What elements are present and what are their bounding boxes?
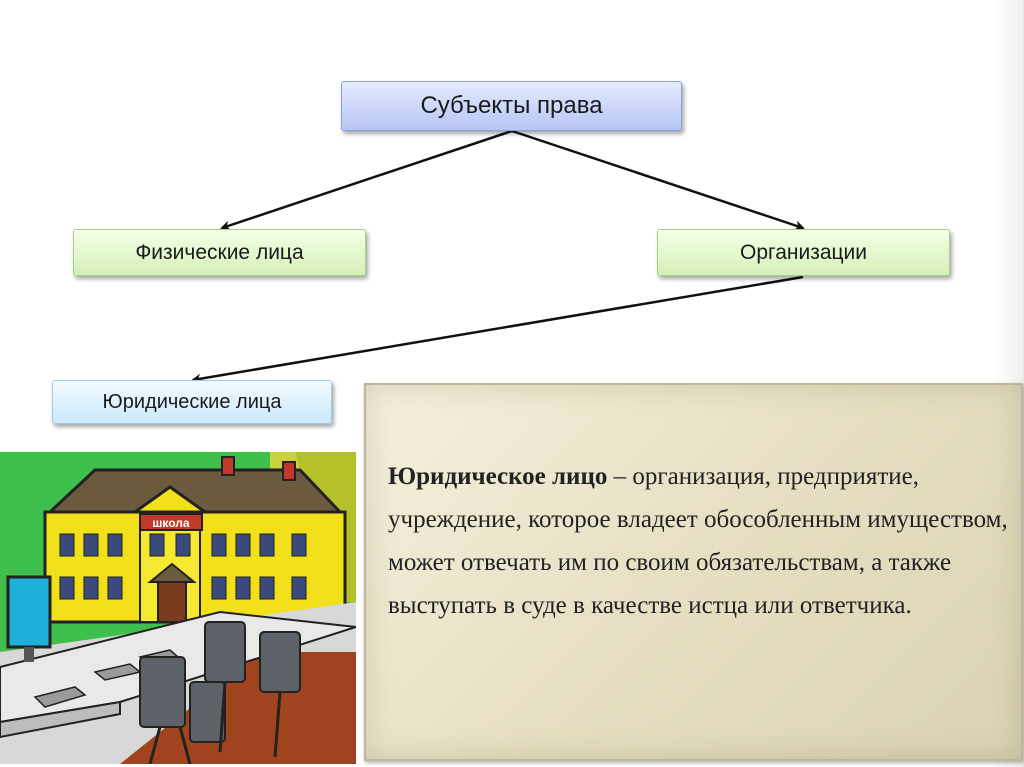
node-legal-entities-label: Юридические лица (102, 390, 282, 413)
node-natural-persons: Физические лица (73, 229, 366, 276)
node-organizations-label: Организации (739, 240, 867, 264)
arrow-root-to-organizations (511, 129, 805, 231)
node-organizations: Организации (657, 229, 950, 276)
node-natural-persons-label: Физические лица (135, 240, 304, 264)
node-subjects-of-law: Субъекты права (341, 81, 682, 131)
school-sign: школа (152, 516, 190, 530)
node-subjects-of-law-label: Субъекты права (420, 92, 603, 119)
definition-box: Юридическое лицо – организация, предприя… (364, 383, 1023, 761)
definition-body: – организация, предприятие, учреждение, … (388, 463, 1008, 619)
definition-text: Юридическое лицо – организация, предприя… (388, 455, 1008, 627)
arrow-organizations-to-legal (191, 275, 804, 384)
school-building-computer-lab-icon: школа (0, 452, 356, 764)
definition-term: Юридическое лицо (388, 463, 608, 490)
arrow-root-to-physical (220, 129, 513, 231)
node-legal-entities: Юридические лица (52, 380, 332, 424)
